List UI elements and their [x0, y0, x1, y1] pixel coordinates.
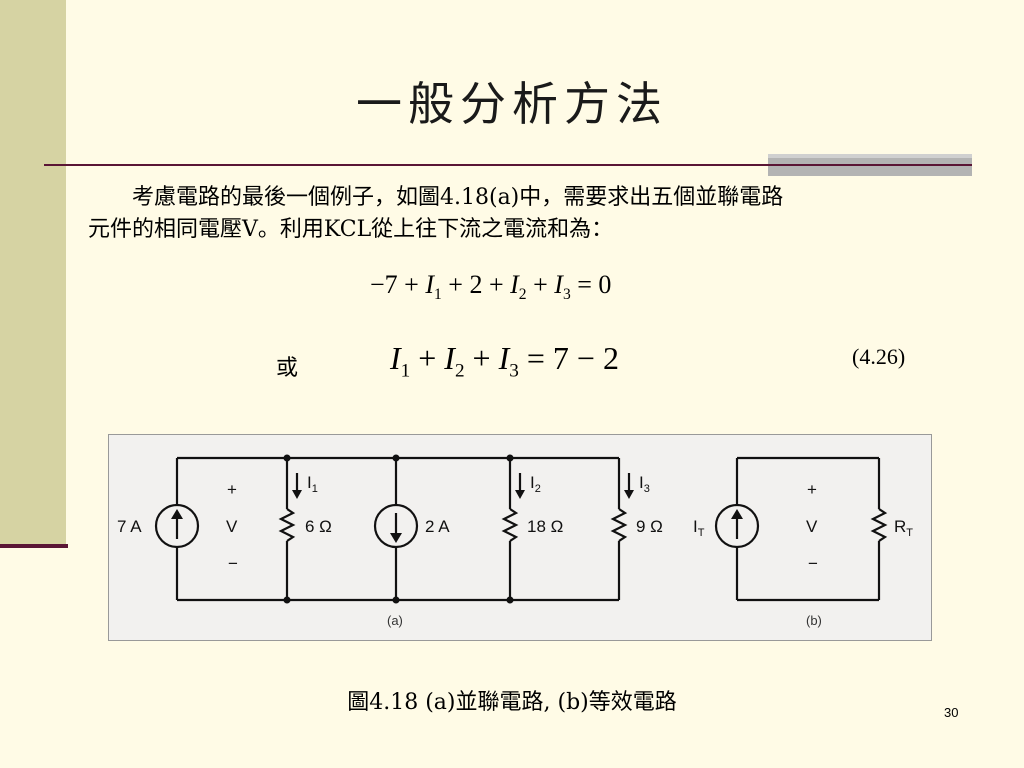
eq2-term: + [464, 340, 499, 376]
arrow-down-icon [515, 490, 525, 499]
arrow-up-icon [731, 509, 743, 519]
eq2-sub-1: 1 [400, 360, 411, 382]
equation-number: (4.26) [852, 344, 906, 369]
source-it-label: IT [693, 517, 705, 539]
resistor-9-ohm-icon [610, 508, 628, 542]
minus-sign-a: − [228, 554, 238, 573]
plus-sign-a: + [227, 480, 237, 499]
title-rule-gray [768, 158, 972, 176]
page-number: 30 [944, 705, 959, 720]
plus-sign-b: + [807, 480, 817, 499]
current-source-7a-icon [154, 503, 200, 549]
minus-sign-b: − [808, 554, 818, 573]
current-i2-label: I2 [530, 473, 541, 495]
title-rule-gray-top [768, 154, 972, 158]
figure-a-label: (a) [387, 613, 403, 628]
resistor-rt-label: RT [894, 517, 913, 539]
eq1-term: −7 + [370, 270, 426, 299]
arrow-down-icon [624, 490, 634, 499]
resistor-6-ohm-label: 6 Ω [305, 517, 332, 536]
equation-1: −7 + I1 + 2 + I2 + I3 = 0 [370, 270, 611, 304]
figure-b-label: (b) [806, 613, 822, 628]
eq2-term: = 7 − 2 [518, 340, 619, 376]
eq1-sub-2: 2 [518, 286, 527, 304]
paragraph-line-1: 考慮電路的最後一個例子，如圖4.18(a)中，需要求出五個並聯電路 [132, 185, 784, 210]
eq2-var-i1: I [390, 340, 401, 376]
slide-title: 一般分析方法 [356, 77, 668, 131]
eq2-sub-2: 2 [454, 360, 465, 382]
resistor-9-ohm-label: 9 Ω [636, 517, 663, 536]
eq1-var-i2: I [510, 270, 519, 299]
resistor-rt-icon [870, 508, 888, 542]
left-decorative-band [0, 0, 66, 548]
equation-2: I1 + I2 + I3 = 7 − 2 [390, 340, 619, 382]
eq2-term: + [410, 340, 445, 376]
eq1-sub-3: 3 [562, 286, 571, 304]
eq1-sub-1: 1 [434, 286, 442, 304]
circuit-figure: 7 A + V − 6 Ω I1 2 A 18 Ω I2 9 Ω I3 (a) … [108, 434, 932, 641]
or-word: 或 [276, 356, 299, 381]
arrow-down-icon [292, 490, 302, 499]
voltage-v-label-b: V [806, 517, 818, 536]
circuit-diagram: 7 A + V − 6 Ω I1 2 A 18 Ω I2 9 Ω I3 (a) … [117, 454, 913, 628]
left-band-accent-line [0, 544, 68, 548]
current-i1-label: I1 [307, 473, 318, 495]
figure-caption: 圖4.18 (a)並聯電路, (b)等效電路 [347, 690, 677, 715]
eq2-sub-3: 3 [509, 360, 519, 382]
source-7a-label: 7 A [117, 517, 142, 536]
resistor-18-ohm-icon [501, 508, 519, 542]
arrow-down-icon [390, 533, 402, 543]
eq1-var-i3: I [554, 270, 563, 299]
body-paragraph: 考慮電路的最後一個例子，如圖4.18(a)中，需要求出五個並聯電路 元件的相同電… [88, 182, 968, 246]
current-source-2a-icon [373, 503, 419, 549]
eq2-var-i2: I [444, 340, 455, 376]
resistor-6-ohm-icon [278, 508, 296, 542]
current-source-it-icon [714, 503, 760, 549]
resistor-18-ohm-label: 18 Ω [527, 517, 563, 536]
eq2-var-i3: I [498, 340, 510, 376]
eq1-term: + 2 + [441, 270, 511, 299]
eq1-var-i1: I [425, 270, 434, 299]
source-2a-label: 2 A [425, 517, 450, 536]
paragraph-line-2: 元件的相同電壓V。利用KCL從上往下流之電流和為： [88, 217, 614, 242]
arrow-up-icon [171, 509, 183, 519]
title-rule [44, 164, 972, 166]
current-i3-label: I3 [639, 473, 650, 495]
voltage-v-label-a: V [226, 517, 238, 536]
eq1-term: = 0 [570, 270, 612, 299]
eq1-term: + [526, 270, 555, 299]
